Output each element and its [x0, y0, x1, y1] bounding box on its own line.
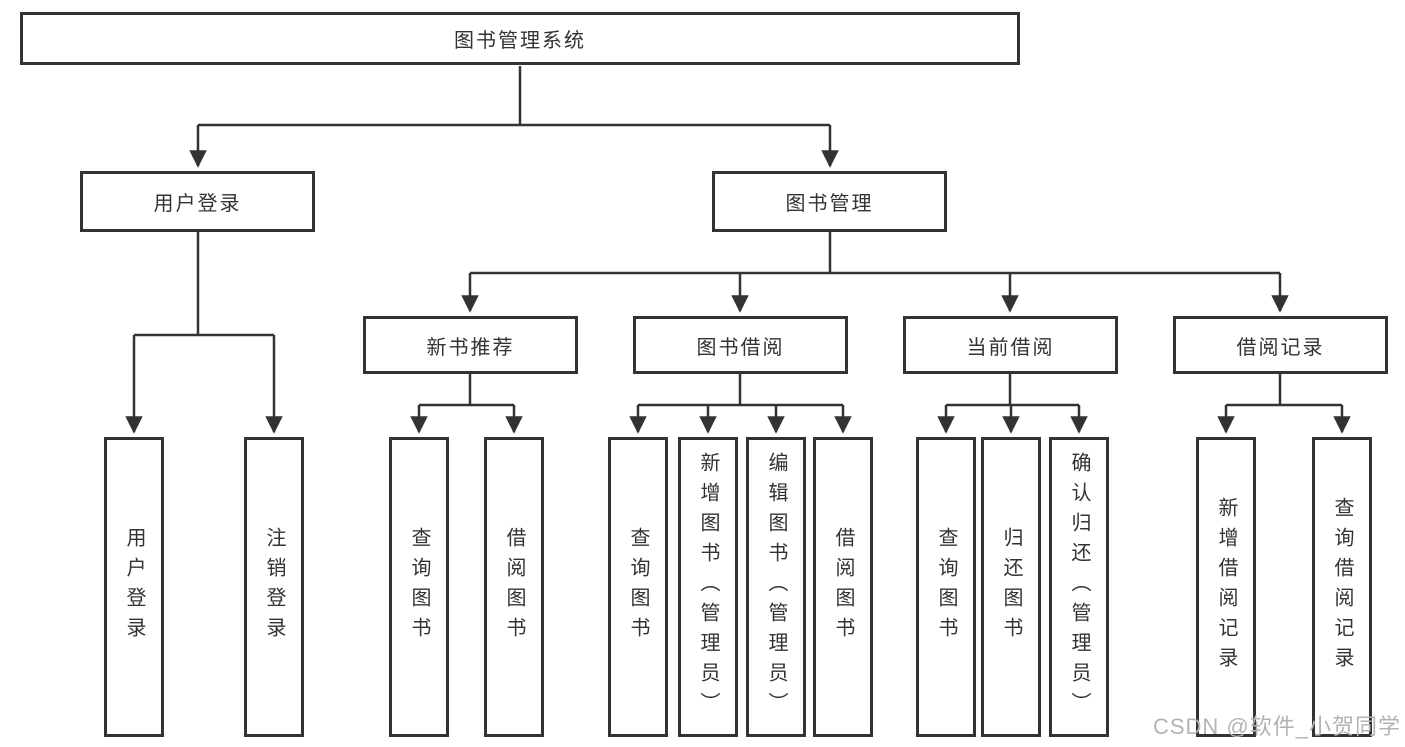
node-library-management-system: 图书管理系统 — [20, 12, 1020, 65]
node-leaf-query-books-borrow: 查询图书 — [608, 437, 668, 737]
node-leaf-query-books-recommend: 查询图书 — [389, 437, 449, 737]
node-label: 新书推荐 — [426, 336, 515, 359]
node-label: 用户登录 — [153, 193, 242, 215]
node-leaf-query-borrow-record: 查询借阅记录 — [1312, 437, 1372, 737]
node-label: 查询图书 — [935, 527, 957, 647]
node-leaf-add-books-admin: 新增图书（管理员） — [678, 437, 738, 737]
node-leaf-borrow-books-recommend: 借阅图书 — [484, 437, 544, 737]
node-label: 新增借阅记录 — [1215, 497, 1237, 677]
node-borrow-records: 借阅记录 — [1173, 316, 1388, 374]
node-label: 图书管理 — [785, 193, 874, 215]
node-leaf-logout: 注销登录 — [244, 437, 304, 737]
node-leaf-user-login: 用户登录 — [104, 437, 164, 737]
node-current-borrow: 当前借阅 — [903, 316, 1118, 374]
node-label: 归还图书 — [1000, 527, 1022, 647]
node-label: 注销登录 — [263, 527, 285, 647]
node-user-login: 用户登录 — [80, 171, 315, 232]
node-label: 编辑图书（管理员） — [765, 452, 787, 722]
node-new-book-recommend: 新书推荐 — [363, 316, 578, 374]
node-label: 图书借阅 — [696, 336, 785, 359]
csdn-watermark: CSDN @软件_小贺同学 — [1152, 714, 1401, 739]
node-leaf-query-books-current: 查询图书 — [916, 437, 976, 737]
node-label: 新增图书（管理员） — [697, 452, 719, 722]
node-book-borrow: 图书借阅 — [633, 316, 848, 374]
node-label: 借阅图书 — [503, 527, 525, 647]
node-label: 借阅记录 — [1236, 336, 1325, 359]
node-leaf-borrow-books: 借阅图书 — [813, 437, 873, 737]
node-leaf-edit-books-admin: 编辑图书（管理员） — [746, 437, 806, 737]
node-label: 当前借阅 — [966, 336, 1055, 359]
node-label: 用户登录 — [123, 527, 145, 647]
node-label: 借阅图书 — [832, 527, 854, 647]
node-leaf-add-borrow-record: 新增借阅记录 — [1196, 437, 1256, 737]
node-label: 图书管理系统 — [454, 30, 586, 52]
node-label: 查询图书 — [627, 527, 649, 647]
node-leaf-confirm-return-admin: 确认归还（管理员） — [1049, 437, 1109, 737]
node-book-management: 图书管理 — [712, 171, 947, 232]
node-label: 确认归还（管理员） — [1068, 452, 1090, 722]
node-label: 查询图书 — [408, 527, 430, 647]
node-label: 查询借阅记录 — [1331, 497, 1353, 677]
node-leaf-return-books: 归还图书 — [981, 437, 1041, 737]
